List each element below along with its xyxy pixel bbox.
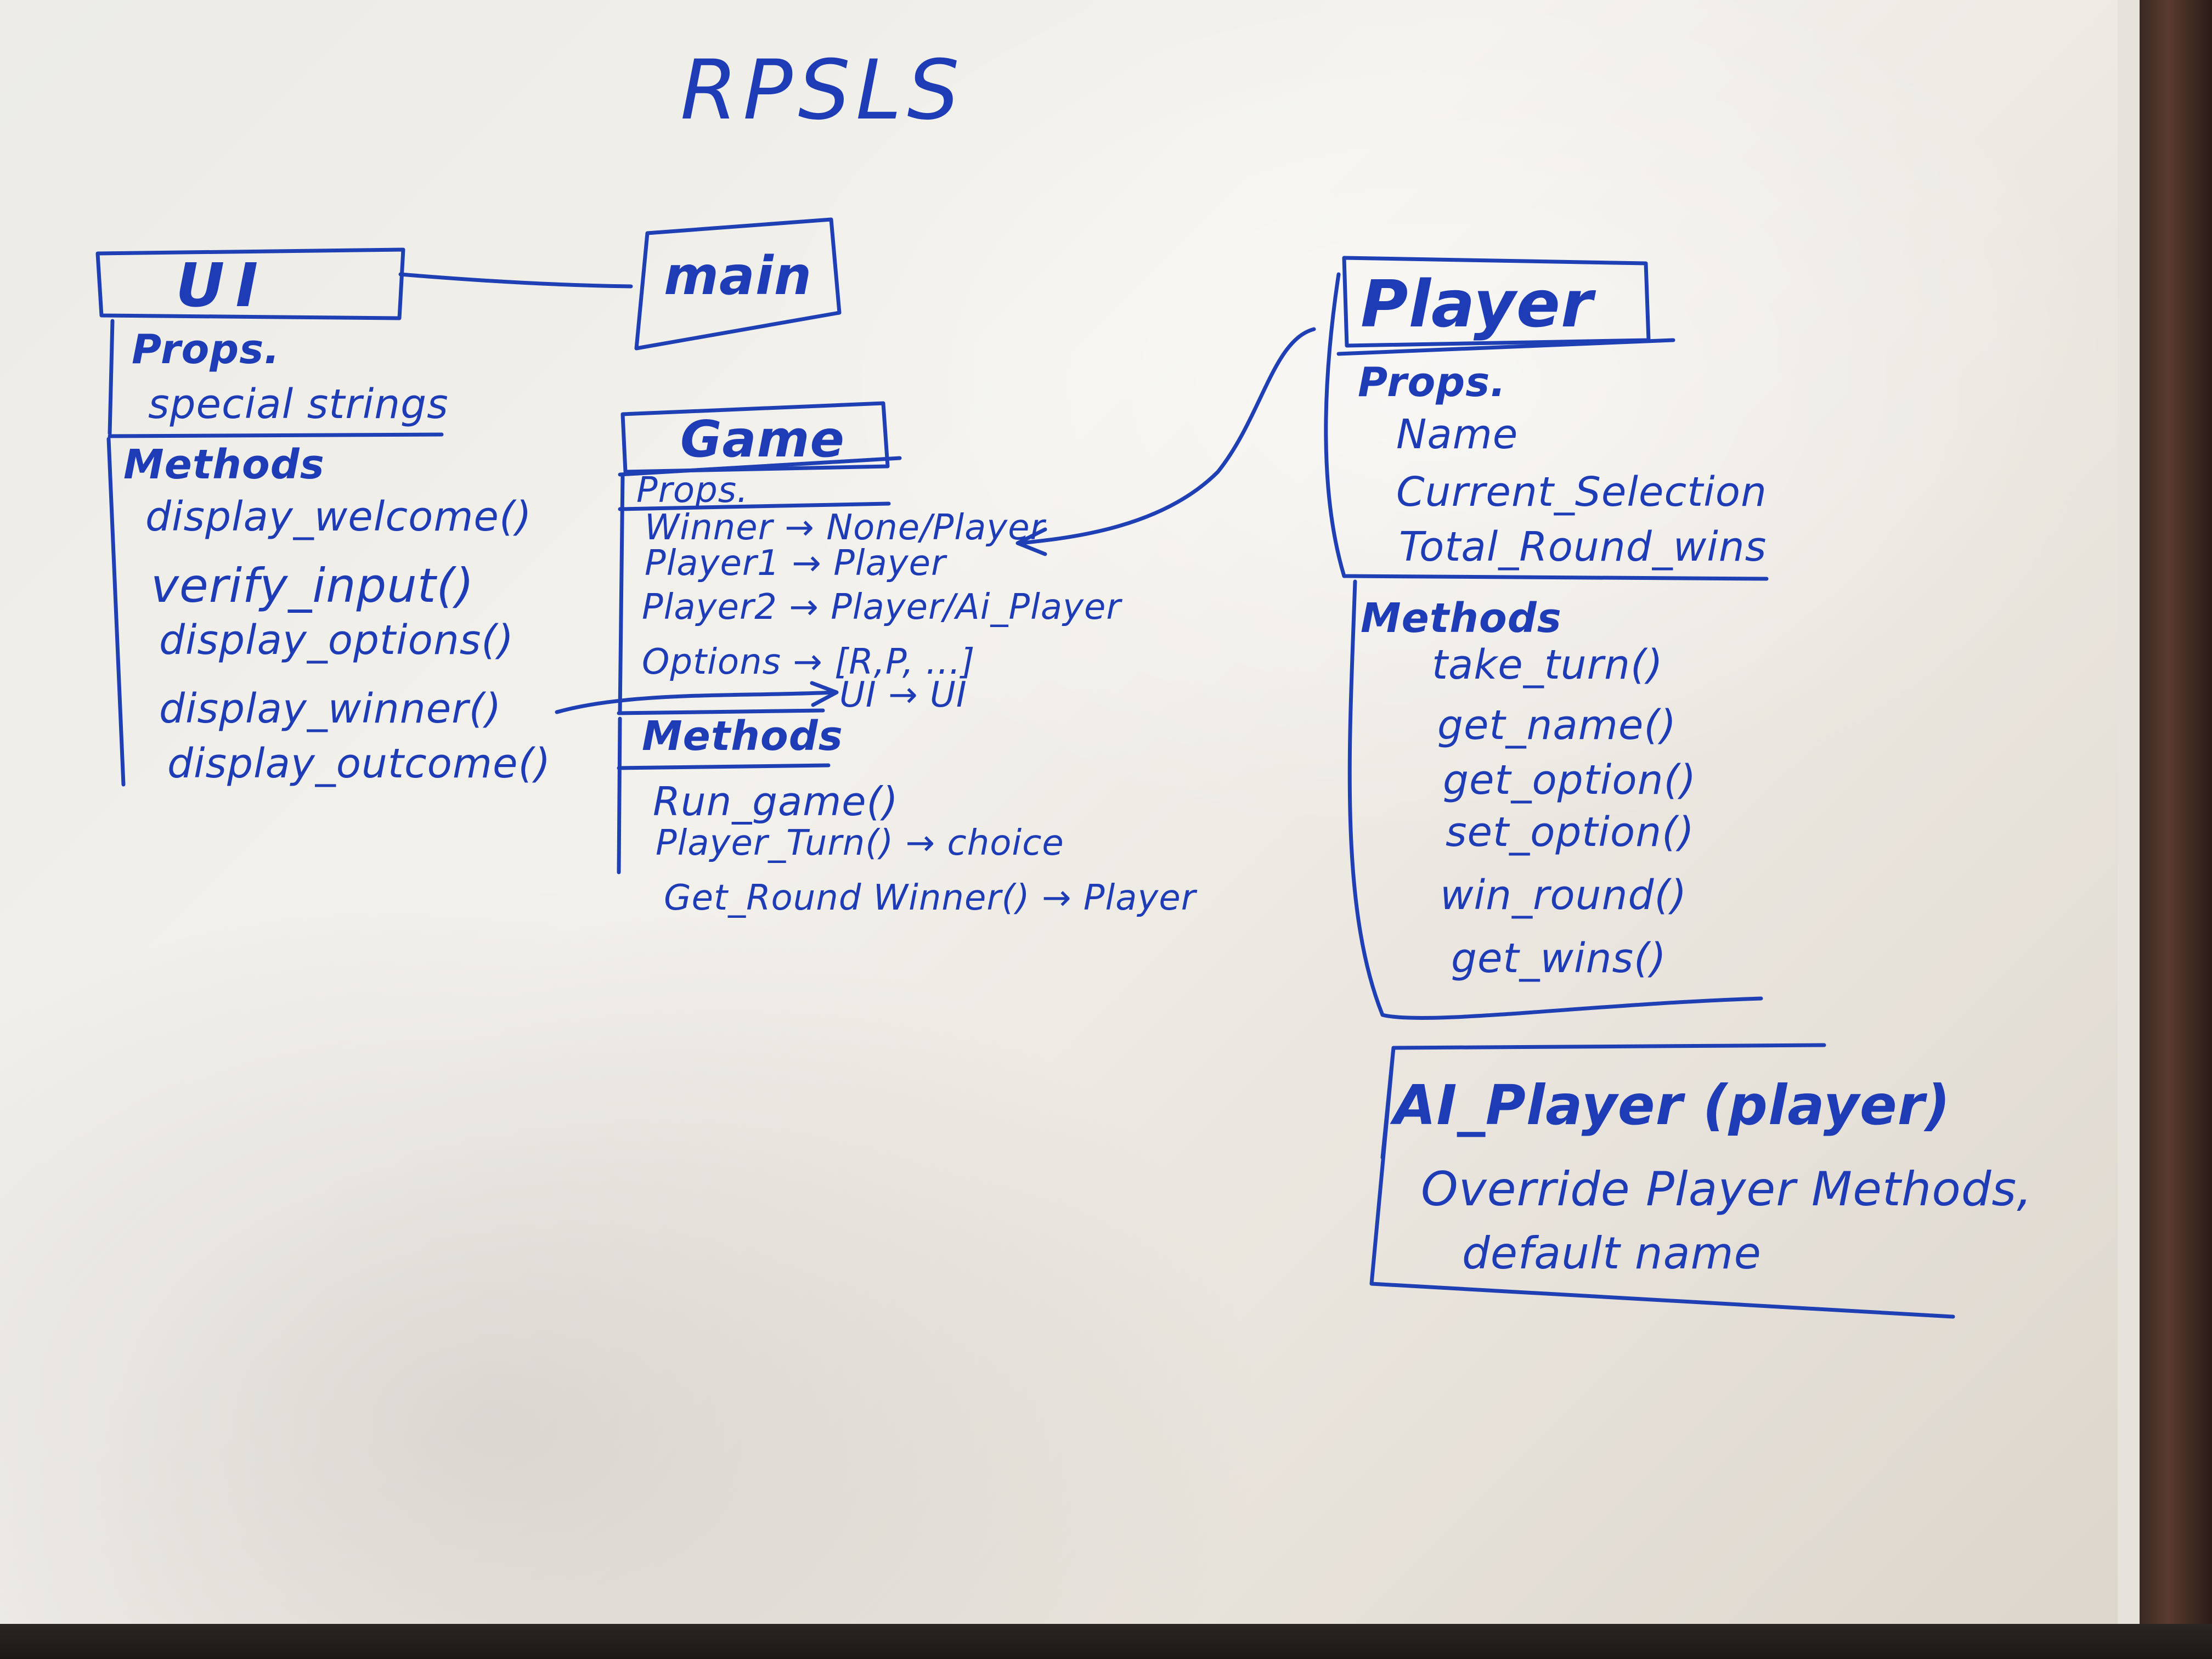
- ui-method-item: display_options(): [159, 617, 515, 664]
- player-method-item: set_option(): [1446, 809, 1695, 856]
- player-game-connector: [1015, 327, 1316, 556]
- player-prop-item: Total_Round_wins: [1399, 523, 1767, 571]
- player-props-label: Props.: [1358, 359, 1506, 406]
- player-method-item: take_turn(): [1432, 641, 1663, 689]
- game-header-box: [620, 401, 890, 474]
- ui-prop-item: special strings: [148, 381, 449, 428]
- ai-player-note: default name: [1462, 1228, 1762, 1279]
- game-header-underline: [618, 456, 902, 477]
- player-method-item: get_option(): [1443, 757, 1697, 804]
- board-frame-bottom: [0, 1624, 2212, 1659]
- player-method-item: get_wins(): [1451, 935, 1667, 982]
- player-method-item: win_round(): [1440, 872, 1688, 919]
- game-prop-item: Player2 → Player/Ai_Player: [642, 587, 1121, 628]
- ai-player-class-name: AI_Player (player): [1393, 1073, 1951, 1137]
- player-class-name: Player: [1361, 266, 1594, 342]
- diagram-title: RPSLS: [680, 43, 965, 138]
- ui-methods-bracket: [106, 437, 126, 787]
- game-props-bracket: [617, 472, 825, 715]
- winner-ui-arrow: [555, 681, 839, 714]
- ui-method-item: display_winner(): [159, 685, 502, 732]
- ui-props-box: [108, 319, 444, 438]
- ui-header-box: [95, 247, 405, 320]
- ui-props-label: Props.: [132, 326, 280, 373]
- ui-main-connector: [398, 272, 633, 289]
- ui-method-item: verify_input(): [151, 558, 475, 613]
- ui-method-item: display_welcome(): [145, 493, 532, 540]
- game-method-item: Get_Round Winner() → Player: [664, 878, 1197, 918]
- main-box: [634, 217, 842, 351]
- player-method-item: get_name(): [1437, 702, 1677, 749]
- player-methods-label: Methods: [1361, 595, 1562, 642]
- game-props-underline: [618, 501, 891, 511]
- game-prop-item: Player1 → Player: [645, 543, 946, 584]
- game-prop-item: Options → [R,P, ...]: [642, 642, 975, 682]
- game-methods-label: Methods: [642, 713, 843, 760]
- player-header-underline: [1336, 338, 1675, 356]
- main-class-name: main: [664, 245, 812, 307]
- ui-method-item: display_outcome(): [167, 740, 551, 787]
- game-prop-item: UI → UI: [839, 675, 967, 715]
- game-prop-item: Winner → None/Player: [645, 507, 1045, 548]
- player-prop-item: Current_Selection: [1396, 469, 1767, 516]
- board-frame-right: [2140, 0, 2212, 1659]
- ui-class-name: UI: [176, 250, 269, 320]
- ai-player-box: [1369, 1043, 1955, 1319]
- player-prop-item: Name: [1396, 411, 1519, 458]
- whiteboard: [0, 0, 2140, 1624]
- game-class-name: Game: [680, 410, 845, 469]
- game-props-label: Props.: [636, 470, 749, 511]
- ui-methods-label: Methods: [123, 441, 325, 488]
- game-method-item: Player_Turn() → choice: [656, 823, 1064, 864]
- game-method-item: Run_game(): [653, 778, 899, 825]
- player-outline: [1324, 272, 1769, 1020]
- game-methods-bracket: [617, 716, 831, 874]
- ai-player-note: Override Player Methods,: [1421, 1162, 2033, 1217]
